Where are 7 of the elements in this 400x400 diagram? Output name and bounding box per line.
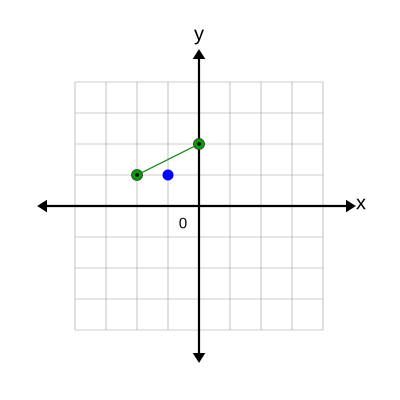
axis-label: y xyxy=(194,30,204,44)
point xyxy=(131,169,143,181)
axis-label: x xyxy=(356,198,366,210)
point xyxy=(193,138,205,150)
line-segment xyxy=(142,146,194,173)
origin-label: 0 xyxy=(179,218,187,228)
point xyxy=(162,170,174,180)
